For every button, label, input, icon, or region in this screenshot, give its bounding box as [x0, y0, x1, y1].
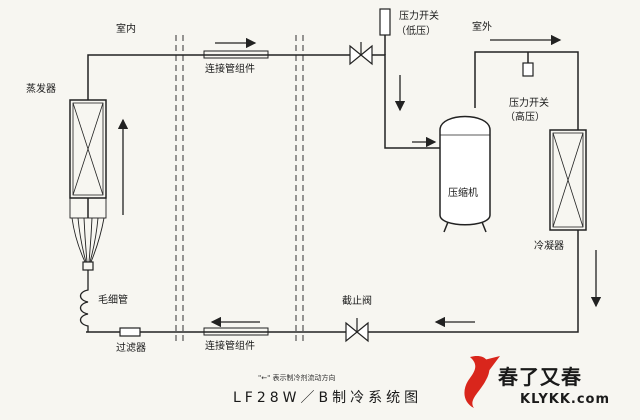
filter-label: 过滤器: [116, 343, 146, 354]
diagram-title: LF28W／B制冷系统图: [233, 390, 423, 406]
connecting-pipe-top: [203, 50, 269, 59]
logo-emblem: [464, 355, 500, 408]
outdoor-label: 室外: [472, 22, 492, 33]
pressure-switch-low-symbol: [379, 8, 391, 36]
condenser-label: 冷凝器: [534, 241, 564, 252]
stop-valve-symbol: [345, 318, 369, 343]
pressure-switch-high-title: 压力开关: [509, 98, 549, 109]
flow-direction-legend: "←" 表示制冷剂流动方向: [258, 374, 336, 382]
capillary-label: 毛细管: [98, 295, 128, 306]
compressor-label: 压缩机: [448, 188, 478, 199]
refrigerant-piping: [86, 35, 579, 333]
pressure-switch-low-title: 压力开关: [399, 11, 439, 22]
connecting-pipe-label-top: 连接管组件: [205, 64, 255, 75]
connecting-pipe-bottom: [203, 327, 269, 336]
capillary-distributor: [69, 197, 107, 332]
logo-url: KLYKK.com: [520, 392, 611, 407]
filter-drier: [119, 327, 141, 337]
top-valve: [349, 42, 373, 66]
pressure-switch-high-sub: （高压）: [505, 112, 545, 123]
evaporator-unit: [69, 99, 107, 199]
pressure-switch-high-symbol: [522, 62, 534, 77]
logo-text: 春了又春: [498, 365, 582, 389]
stop-valve-label: 截止阀: [342, 296, 372, 307]
boundary-dashed-lines: [175, 35, 304, 345]
connecting-pipe-label-bottom: 连接管组件: [205, 341, 255, 352]
pressure-switch-low-sub: （低压）: [396, 26, 436, 37]
indoor-label: 室内: [116, 24, 136, 35]
compressor-unit: [439, 115, 491, 233]
evaporator-label: 蒸发器: [26, 84, 56, 95]
flow-arrows: [117, 34, 602, 328]
condenser-unit: [549, 129, 587, 231]
